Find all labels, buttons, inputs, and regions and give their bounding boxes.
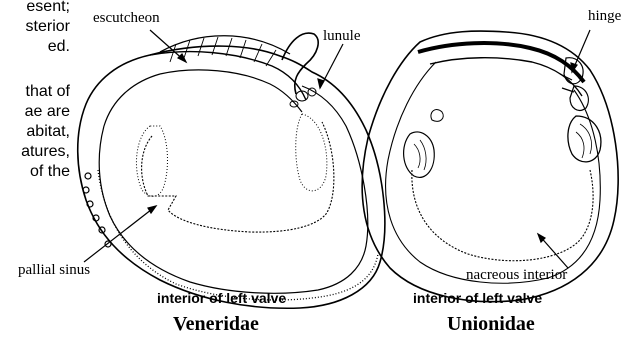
leader-lines xyxy=(84,30,590,268)
unionidae-inner-outline xyxy=(386,62,601,283)
unionidae-hinge-plate-inner xyxy=(430,58,582,96)
veneridae-crenulations xyxy=(83,173,111,247)
unionidae-anterior-scar xyxy=(404,132,435,177)
unionidae-pallial-line xyxy=(412,170,593,261)
veneridae-shell xyxy=(78,33,385,308)
veneridae-posterior-scar xyxy=(296,114,327,191)
veneridae-hinge-plate-inner xyxy=(160,70,302,112)
unionidae-pedal-scar xyxy=(431,110,443,122)
hinge-label: hinge xyxy=(588,8,621,25)
unionidae-posterior-scar xyxy=(568,116,601,162)
unionidae-posterior-scar-detail xyxy=(576,124,592,158)
veneridae-caption: interior of left valve xyxy=(157,290,286,306)
lunule-label: lunule xyxy=(323,28,361,45)
unionidae-family-name: Unionidae xyxy=(447,313,535,336)
veneridae-outer-outline xyxy=(78,46,385,308)
veneridae-escutcheon-ridges xyxy=(160,36,290,66)
veneridae-family-name: Veneridae xyxy=(173,313,259,336)
pallial-sinus-leader xyxy=(84,206,156,262)
veneridae-ventral-margin xyxy=(98,170,378,300)
unionidae-hinge-plate xyxy=(418,43,584,82)
veneridae-pallial-line xyxy=(142,122,334,232)
veneridae-inner-outline xyxy=(99,74,368,293)
pallial-sinus-label: pallial sinus xyxy=(18,262,90,279)
unionidae-outer-outline xyxy=(362,31,618,302)
unionidae-anterior-scar-detail xyxy=(414,140,426,170)
nacreous-interior-label: nacreous interior xyxy=(466,267,567,284)
unionidae-shell xyxy=(362,31,618,302)
unionidae-caption: interior of left valve xyxy=(413,290,542,306)
escutcheon-label: escutcheon xyxy=(93,10,160,27)
veneridae-umbo xyxy=(282,33,318,94)
